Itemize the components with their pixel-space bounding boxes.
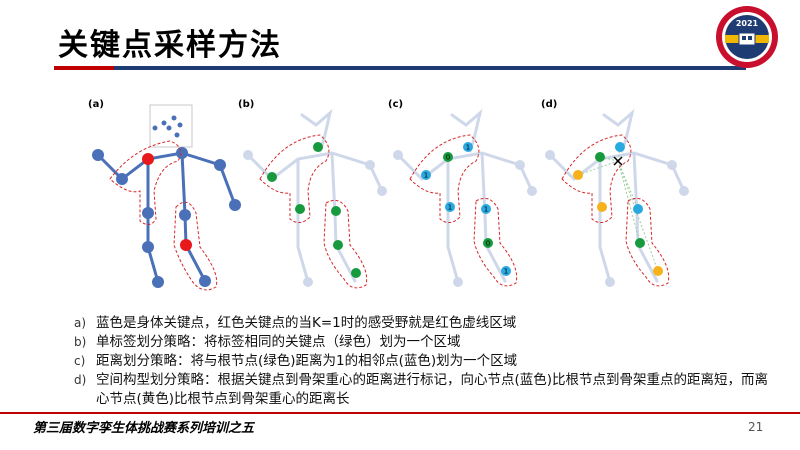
- caption-text: 单标签划分策略：将标签相同的关键点（绿色）划为一个区域: [96, 334, 461, 350]
- title-underline-navy: [114, 66, 746, 70]
- svg-text:1: 1: [484, 206, 488, 214]
- caption-marker: b): [74, 335, 87, 349]
- caption-text: 空间构型划分策略：根据关键点到骨架重心的距离进行标记，向心节点(蓝色)比根节点到…: [96, 372, 769, 407]
- receptive-field-a2: [173, 201, 218, 291]
- head-box: [149, 104, 193, 148]
- panel-label-d: (d): [541, 99, 557, 110]
- panel-label-a: (a): [88, 99, 104, 110]
- caption-item: b) 单标签划分策略：将标签相同的关键点（绿色）划为一个区域: [74, 333, 774, 352]
- classified-nodes-d: [573, 142, 663, 276]
- caption-marker: a): [74, 316, 87, 330]
- caption-text: 蓝色是身体关键点，红色关键点的当K=1时的感受野就是红色虚线区域: [96, 315, 517, 331]
- caption-marker: c): [74, 354, 86, 368]
- faded-skeleton-b: [246, 108, 384, 284]
- page-number: 21: [748, 420, 764, 434]
- panel-c: 0 1 1 1 1 0 1: [393, 108, 537, 287]
- panel-a: [92, 104, 241, 291]
- svg-text:1: 1: [424, 172, 428, 180]
- caption-marker: d): [74, 373, 87, 387]
- joints-a: [92, 147, 241, 288]
- footer-divider: [0, 412, 800, 414]
- caption-item: c) 距离划分策略：将与根节点(绿色)距离为1的相邻点(蓝色)划为一个区域: [74, 352, 774, 371]
- panel-label-b: (b): [238, 99, 254, 110]
- page-title: 关键点采样方法: [58, 28, 282, 63]
- gravity-center-icon: [613, 156, 623, 166]
- svg-text:0: 0: [486, 240, 490, 248]
- keypoint-sampling-figure: (a) (b) (c) (d): [88, 99, 689, 291]
- title-underline-red: [54, 66, 114, 70]
- gravity-lines-d: [577, 146, 659, 272]
- panel-b: [243, 108, 387, 289]
- root-joint-a: [142, 153, 154, 165]
- panel-d: [545, 108, 689, 287]
- footer-text: 第三届数字孪生体挑战赛系列培训之五: [33, 421, 255, 436]
- logo-year: 2021: [736, 19, 759, 28]
- caption-item: a) 蓝色是身体关键点，红色关键点的当K=1时的感受野就是红色虚线区域: [74, 314, 774, 333]
- receptive-field-a1: [109, 140, 182, 225]
- challenge-logo-icon: 2021: [716, 6, 778, 68]
- red-joint-a: [180, 239, 192, 251]
- svg-text:1: 1: [466, 144, 470, 152]
- green-nodes-b: [267, 142, 361, 278]
- svg-text:0: 0: [446, 154, 450, 162]
- caption-text: 距离划分策略：将与根节点(绿色)距离为1的相邻点(蓝色)划为一个区域: [96, 353, 518, 369]
- svg-text:1: 1: [448, 204, 452, 212]
- skeleton-a: [96, 151, 237, 284]
- caption-item: d) 空间构型划分策略：根据关键点到骨架重心的距离进行标记，向心节点(蓝色)比根节…: [74, 371, 774, 409]
- panel-label-c: (c): [388, 99, 403, 110]
- labeled-nodes-c: 0 1 1 1 1 0 1: [421, 142, 511, 276]
- head-points: [152, 115, 183, 138]
- caption-list: a) 蓝色是身体关键点，红色关键点的当K=1时的感受野就是红色虚线区域 b) 单标签…: [74, 314, 774, 409]
- svg-text:1: 1: [504, 268, 508, 276]
